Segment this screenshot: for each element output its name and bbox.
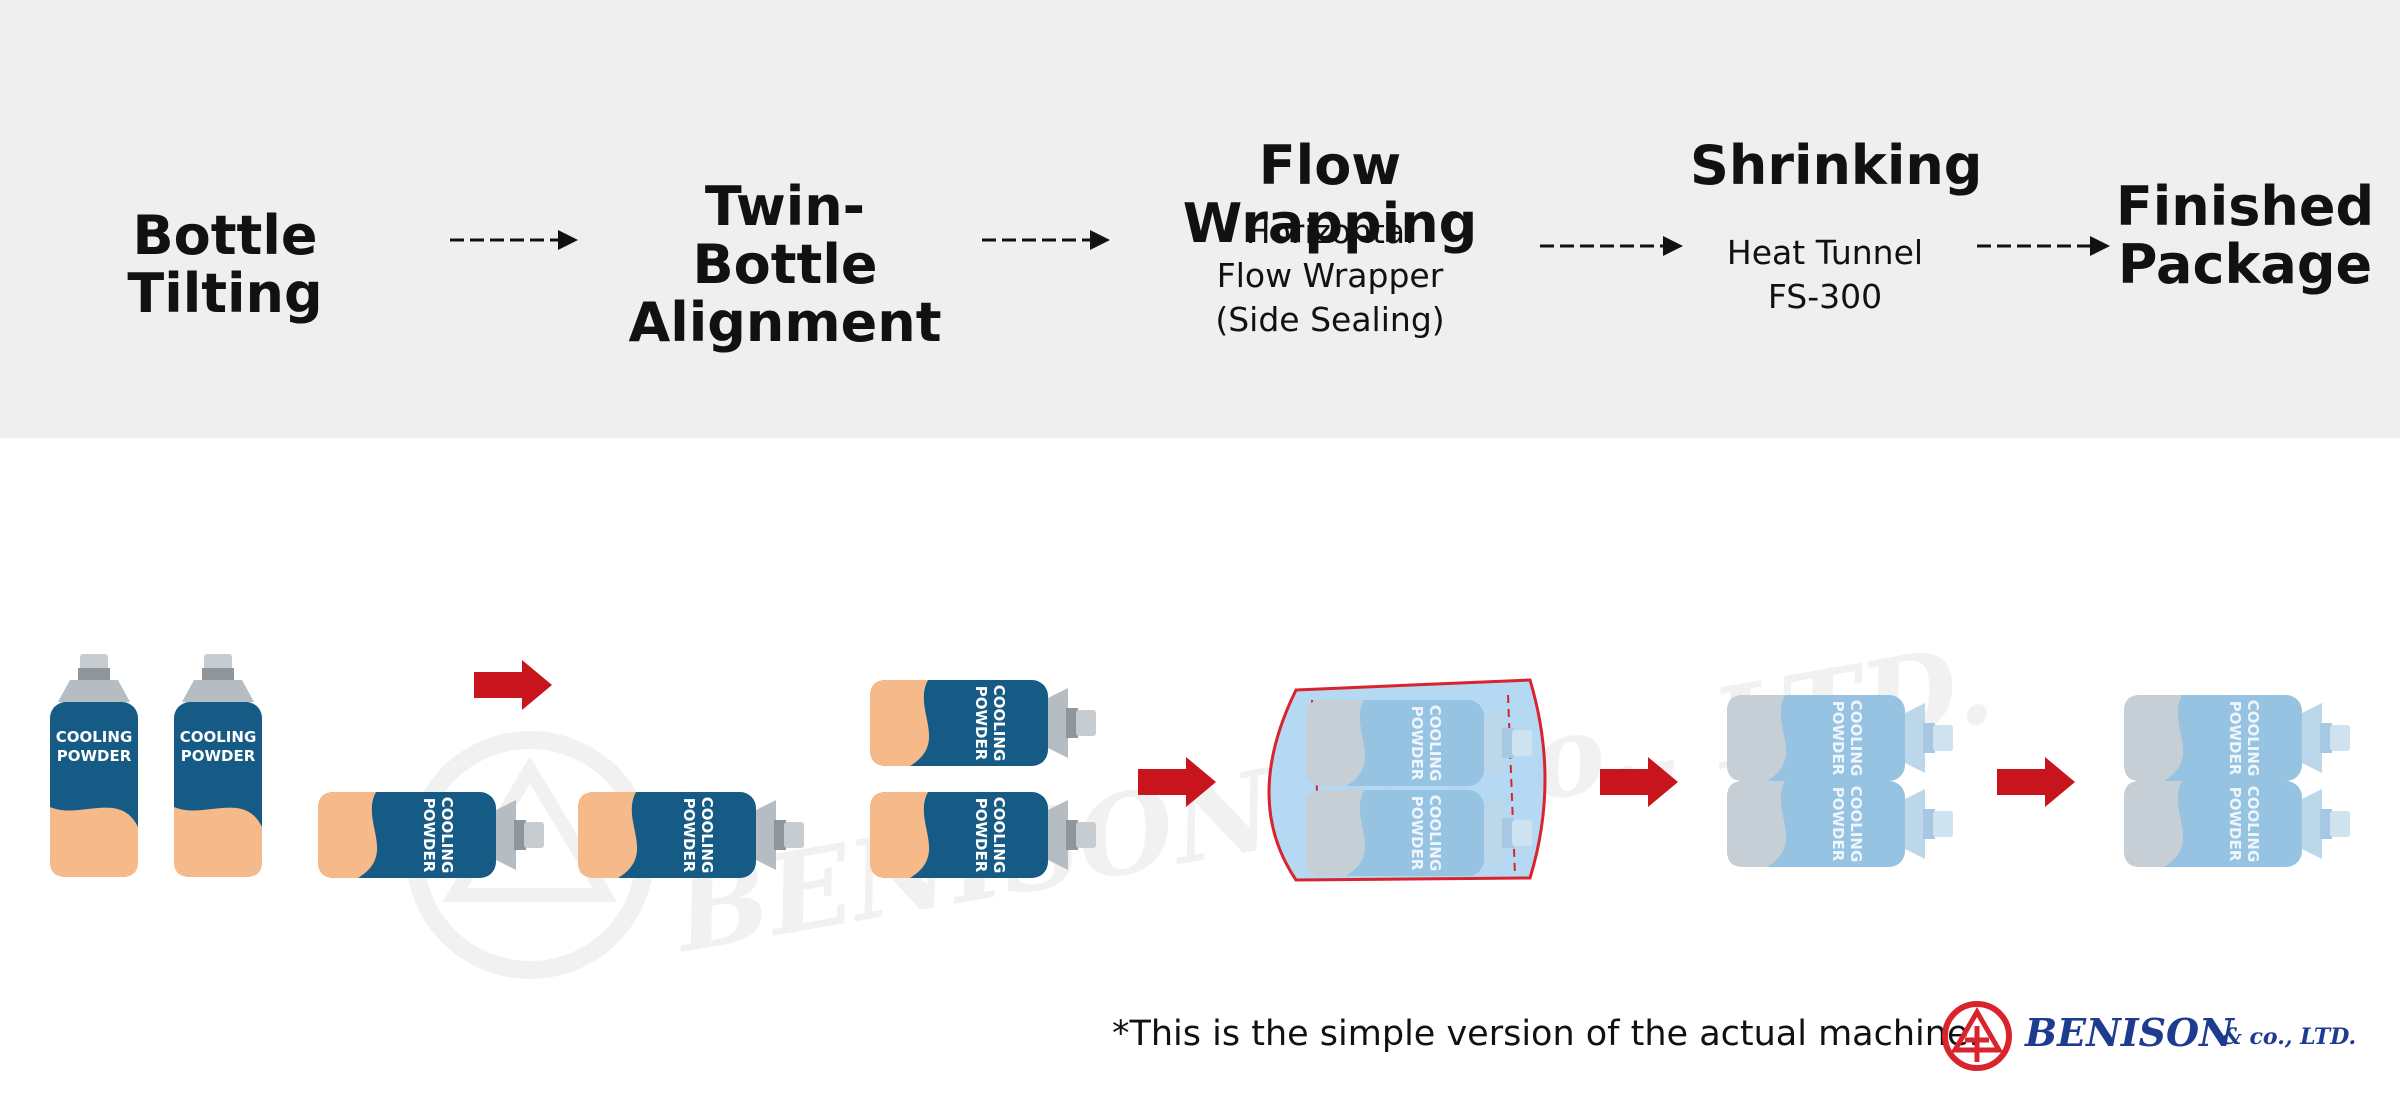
step-twin-bottle-alignment-title: Twin-Bottle Alignment (628, 175, 942, 354)
svg-text:POWDER: POWDER (2226, 787, 2244, 862)
flow-wrapped-pack: COOLING POWDER COOLING POWDER (1267, 678, 1547, 882)
step-shrinking-subtitle: Heat Tunnel FS-300 (1726, 233, 1924, 316)
svg-text:COOLING: COOLING (698, 797, 716, 874)
red-arrow-icon (1997, 757, 2075, 807)
step-bottle-tilting-title: Bottle Tilting (127, 204, 323, 325)
svg-text:COOLING: COOLING (180, 728, 257, 746)
finished-package: COOLING POWDER COOLING POWDER (2124, 695, 2350, 867)
svg-text:POWDER: POWDER (972, 686, 990, 761)
step-finished-package-title: Finished Package (2115, 175, 2375, 296)
dashed-arrow-icon (1977, 236, 2110, 256)
tilted-bottle: COOLING POWDER (318, 792, 544, 878)
aligned-bottle: COOLING POWDER (870, 792, 1096, 878)
dashed-arrow-icon (1540, 236, 1683, 256)
header-band (0, 0, 2400, 438)
svg-text:POWDER: POWDER (680, 798, 698, 873)
svg-text:POWDER: POWDER (1408, 706, 1426, 781)
tilted-bottle: COOLING POWDER (578, 792, 804, 878)
upright-bottle: COOLING POWDER (50, 654, 138, 877)
upright-bottle: COOLING POWDER (174, 654, 262, 877)
brand-suffix: & co., LTD. (2222, 1024, 2357, 1050)
brand-name: BENISON (2025, 1010, 2234, 1055)
shrunk-pack: COOLING POWDER COOLING POWDER (1727, 695, 1953, 867)
svg-text:COOLING: COOLING (56, 728, 133, 746)
aligned-bottle: COOLING POWDER (870, 680, 1096, 766)
svg-text:POWDER: POWDER (2226, 701, 2244, 776)
svg-text:POWDER: POWDER (972, 798, 990, 873)
svg-text:POWDER: POWDER (420, 798, 438, 873)
benison-logo-icon (1942, 1001, 2012, 1071)
footnote: *This is the simple version of the actua… (1112, 1014, 1980, 1054)
svg-text:COOLING: COOLING (2244, 700, 2262, 777)
svg-text:POWDER: POWDER (57, 747, 132, 765)
step-flow-wrapping-title: Flow Wrapping (1182, 134, 1478, 255)
svg-text:POWDER: POWDER (181, 747, 256, 765)
dashed-arrow-icon (450, 230, 578, 250)
red-arrow-icon (474, 660, 552, 710)
dashed-arrow-icon (982, 230, 1110, 250)
svg-text:COOLING: COOLING (1426, 705, 1444, 782)
process-illustration: BENISON & Co., LTD. COOLING POWDER COOLI… (50, 618, 2350, 979)
svg-text:POWDER: POWDER (1829, 787, 1847, 862)
svg-text:COOLING: COOLING (990, 685, 1008, 762)
step-flow-wrapping-subtitle: Horizontal Flow Wrapper (Side Sealing) (1215, 212, 1445, 339)
step-shrinking-title: Shrinking (1690, 134, 1983, 197)
svg-text:COOLING: COOLING (1847, 786, 1865, 863)
svg-text:COOLING: COOLING (1426, 795, 1444, 872)
svg-text:COOLING: COOLING (1847, 700, 1865, 777)
svg-text:COOLING: COOLING (2244, 786, 2262, 863)
svg-text:POWDER: POWDER (1829, 701, 1847, 776)
svg-text:COOLING: COOLING (990, 797, 1008, 874)
svg-text:POWDER: POWDER (1408, 796, 1426, 871)
svg-text:COOLING: COOLING (438, 797, 456, 874)
